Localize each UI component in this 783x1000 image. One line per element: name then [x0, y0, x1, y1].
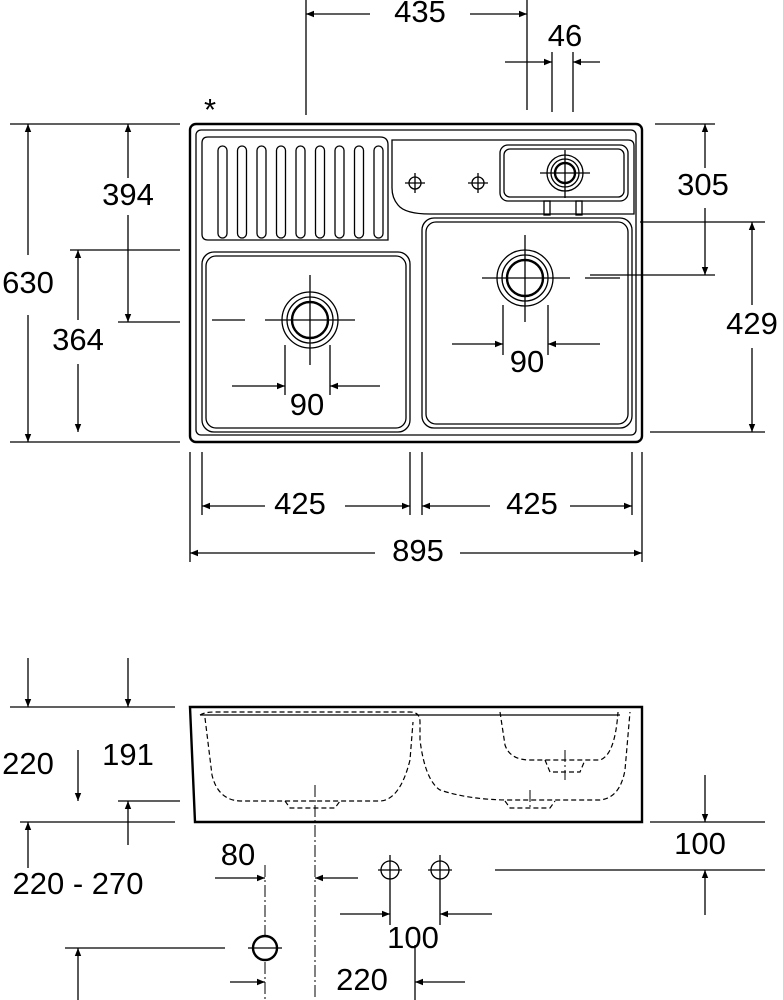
dim-435: 435 — [394, 0, 446, 29]
dim-630: 630 — [2, 265, 54, 300]
dim-80: 80 — [221, 837, 255, 872]
dim-90-left: 90 — [290, 387, 324, 422]
dim-46: 46 — [548, 18, 582, 53]
dim-220-drains: 220 — [336, 962, 388, 997]
small-bowl — [499, 144, 629, 202]
small-drain-icon — [540, 150, 590, 198]
sink-outline — [188, 122, 644, 444]
dim-305: 305 — [677, 167, 729, 202]
dim-100-holes: 100 — [387, 920, 439, 955]
dim-425-left: 425 — [274, 486, 326, 521]
dim-90-right: 90 — [510, 344, 544, 379]
dim-100-right: 100 — [674, 826, 726, 861]
dim-895: 895 — [392, 533, 444, 568]
marker-asterisk: * — [204, 92, 216, 127]
hole-icon — [378, 855, 402, 925]
dim-394: 394 — [102, 177, 154, 212]
drainboard-rib — [217, 145, 228, 239]
drainboard-rib — [236, 145, 248, 239]
waste-outlet-icon — [248, 934, 282, 962]
dim-220-height: 220 — [2, 746, 54, 781]
drainboard-rib — [256, 145, 267, 239]
sink-front — [188, 705, 644, 824]
dim-220-270: 220 - 270 — [13, 866, 144, 901]
drainboard — [201, 136, 389, 241]
drainboard-rib — [334, 145, 345, 239]
side-view: 220 191 220 - 270 100 80 100 220 — [2, 658, 765, 1000]
drainboard-rib — [373, 145, 384, 239]
left-bowl — [201, 251, 411, 433]
tap-hole-icon — [405, 173, 425, 193]
dim-429: 429 — [726, 306, 778, 341]
left-drain-icon — [212, 275, 355, 365]
drainboard-rib — [353, 145, 365, 239]
dim-425-right: 425 — [506, 486, 558, 521]
drainboard-rib — [295, 145, 306, 239]
drainboard-rib — [314, 145, 326, 239]
dim-364: 364 — [52, 322, 104, 357]
dim-191: 191 — [102, 737, 154, 772]
drainboard-rib — [275, 145, 287, 239]
right-drain-icon — [482, 235, 620, 322]
top-view: * 435 46 630 394 364 305 429 90 90 425 4… — [2, 0, 778, 568]
drainboard-ribs — [217, 145, 384, 239]
tap-hole-icon — [468, 173, 488, 193]
right-bowl — [421, 217, 633, 429]
